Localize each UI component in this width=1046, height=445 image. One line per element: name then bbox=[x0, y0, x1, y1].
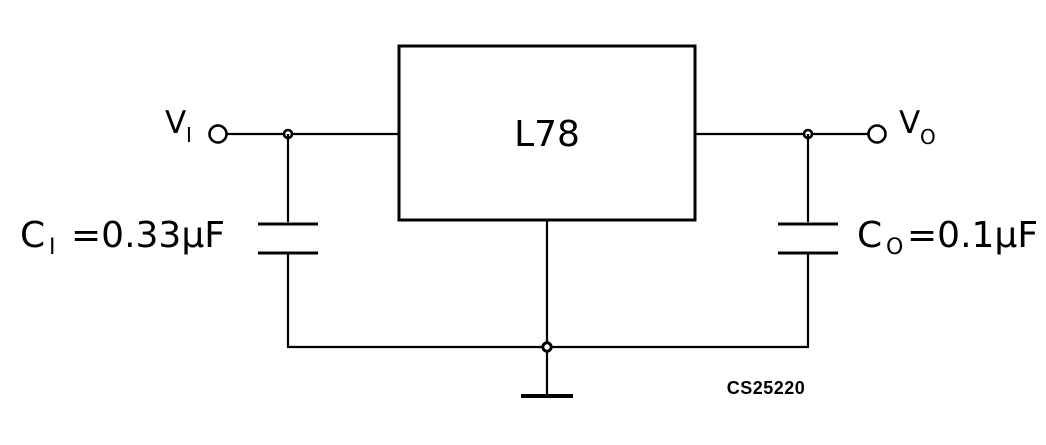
input-capacitor-label: C bbox=[20, 215, 45, 256]
ground-net bbox=[287, 220, 809, 398]
input-capacitor-subscript: I bbox=[49, 235, 56, 260]
regulator-box bbox=[397, 44, 697, 222]
output-capacitor-subscript: O bbox=[886, 235, 903, 260]
input-net: V I bbox=[165, 105, 399, 147]
output-capacitor-label: C bbox=[857, 215, 882, 256]
output-capacitor-value: =0.1μF bbox=[907, 215, 1038, 256]
regulator-label: L78 bbox=[514, 114, 580, 155]
output-voltage-subscript: O bbox=[920, 125, 936, 149]
input-voltage-label: V bbox=[165, 105, 186, 141]
input-capacitor-value: =0.33μF bbox=[71, 215, 225, 256]
output-capacitor: C O =0.1μF bbox=[778, 134, 1038, 348]
ground-junction-dot bbox=[541, 341, 553, 353]
input-capacitor: C I =0.33μF bbox=[20, 134, 318, 348]
input-voltage-subscript: I bbox=[186, 123, 192, 147]
output-net: V O bbox=[695, 105, 936, 149]
input-terminal-circle bbox=[208, 124, 228, 144]
figure-code: CS25220 bbox=[727, 378, 806, 398]
output-voltage-label: V bbox=[899, 105, 920, 141]
output-terminal-circle bbox=[867, 124, 887, 144]
regulator-block: L78 bbox=[397, 44, 697, 222]
